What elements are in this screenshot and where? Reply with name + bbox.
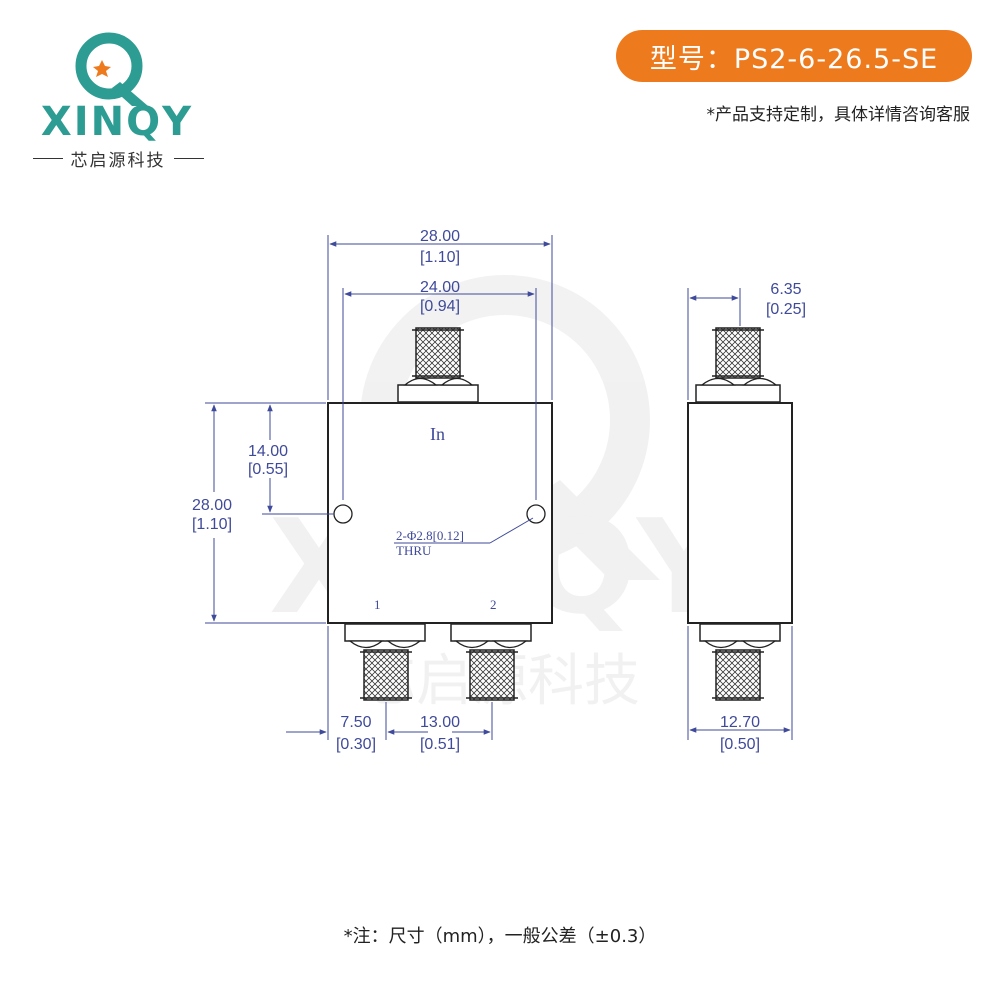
dim-port1-offset-in: [0.30] — [336, 736, 376, 753]
xinqy-logo — [75, 32, 148, 106]
subtitle-rule-left — [32, 158, 63, 159]
dim-overall-height-in: [1.10] — [192, 516, 232, 533]
dim-center-height — [262, 404, 334, 515]
dim-connector-width-in: [0.25] — [766, 301, 806, 318]
dim-center-height-in: [0.55] — [248, 461, 288, 478]
brand-subtitle: 芯启源科技 — [70, 151, 166, 171]
side-top-connector — [695, 327, 781, 403]
logo-star-icon — [93, 60, 111, 77]
logo-q-icon — [75, 32, 148, 106]
hole-note: 2-Φ2.8[0.12] — [396, 528, 464, 543]
dim-port-offsets — [286, 626, 493, 740]
dim-overall-width — [327, 235, 553, 400]
watermark-q-tail — [530, 480, 660, 580]
input-port-label: In — [430, 424, 445, 444]
dim-body-thickness-mm: 12.70 — [720, 714, 760, 731]
dim-body-thickness-in: [0.50] — [720, 736, 760, 753]
output-port-1-label: 1 — [374, 597, 381, 612]
dim-hole-spacing-in: [0.94] — [420, 298, 460, 315]
dim-overall-width-in: [1.10] — [420, 249, 460, 266]
dim-connector-width-mm: 6.35 — [770, 281, 801, 298]
input-connector — [397, 327, 479, 403]
hole-note-leader — [489, 517, 534, 544]
dim-overall-height-mm: 28.00 — [192, 497, 232, 514]
dim-port-spacing-in: [0.51] — [420, 736, 460, 753]
dim-overall-height — [205, 402, 326, 624]
output-connector-1 — [344, 623, 426, 701]
model-number-badge: 型号：PS2-6-26.5-SE — [616, 30, 972, 82]
side-view: 6.35 [0.25] 12.70 [0.50] — [687, 281, 806, 753]
brand-subtitle-row: 芯启源科技 — [28, 146, 208, 171]
dim-hole-spacing — [342, 288, 537, 500]
hole-note-thru: THRU — [396, 543, 432, 558]
front-view: In 1 2 2-Φ2.8[0.12] THRU — [192, 228, 553, 753]
customization-note: *产品支持定制，具体详情咨询客服 — [706, 105, 971, 125]
dim-center-height-mm: 14.00 — [248, 443, 288, 460]
dim-connector-width — [687, 288, 741, 400]
output-port-2-label: 2 — [490, 597, 497, 612]
dim-overall-width-mm: 28.00 — [420, 228, 460, 245]
dim-port1-offset-mm: 7.50 — [340, 714, 371, 731]
side-bottom-connector — [699, 623, 781, 701]
subtitle-rule-right — [173, 158, 204, 159]
front-body — [327, 402, 553, 624]
dim-hole-spacing-mm: 24.00 — [420, 279, 460, 296]
dim-port-spacing-mm: 13.00 — [420, 714, 460, 731]
dim-body-thickness — [687, 626, 793, 740]
output-connector-2 — [450, 623, 532, 701]
brand-name: XINQY — [40, 99, 194, 145]
tolerance-footnote: *注：尺寸（mm），一般公差（±0.3） — [343, 926, 657, 947]
side-body — [687, 402, 793, 624]
mounting-hole-left — [333, 504, 353, 524]
